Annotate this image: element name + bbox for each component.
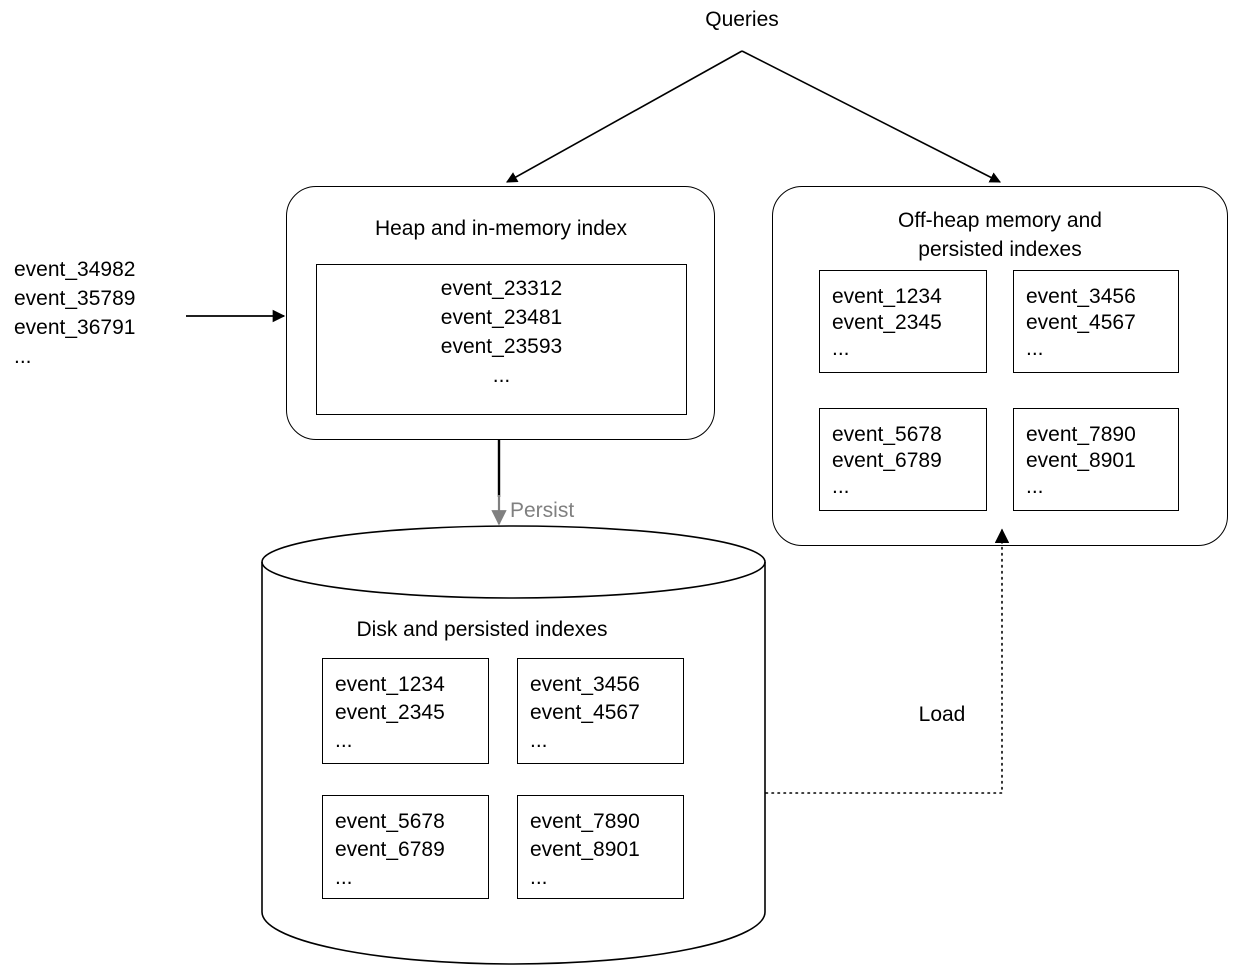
offheap-container[interactable] [772,186,1228,546]
event-line: ... [832,337,850,360]
event-line: ... [335,866,353,889]
heap-line: event_23593 [440,335,563,358]
heap-title: Heap and in-memory index [374,217,628,240]
load-label: Load [918,703,966,726]
event-line: event_3456 [530,673,640,696]
ingest-line: event_34982 [14,258,136,281]
event-line: ... [832,475,850,498]
event-line: event_4567 [530,701,640,724]
event-line: event_6789 [335,838,445,861]
disk-segment-box[interactable]: event_5678 event_6789 ... [322,795,489,899]
offheap-segment-box[interactable]: event_7890 event_8901 ... [1013,408,1179,511]
persist-label: Persist [510,499,575,522]
heap-line: ... [492,364,511,387]
event-line: event_8901 [530,838,640,861]
heap-memtable-box[interactable] [316,264,687,415]
disk-segment-box[interactable]: event_1234 event_2345 ... [322,658,489,764]
disk-title: Disk and persisted indexes [356,618,608,641]
load-arrow [765,528,1010,794]
event-line: event_3456 [1026,285,1136,308]
event-line: event_2345 [832,311,942,334]
event-line: event_4567 [1026,311,1136,334]
event-line: ... [530,729,548,752]
heap-line: event_23312 [440,277,563,300]
ingest-line: event_36791 [14,316,136,339]
ingest-line: event_35789 [14,287,136,310]
disk-segment-box[interactable]: event_7890 event_8901 ... [517,795,684,899]
event-line: event_1234 [832,285,942,308]
event-line: event_2345 [335,701,445,724]
queries-arrow-left [506,50,743,183]
event-line: event_5678 [335,810,445,833]
event-line: event_6789 [832,449,942,472]
event-line: event_8901 [1026,449,1136,472]
heap-line: event_23481 [440,306,563,329]
event-line: ... [530,866,548,889]
event-line: event_1234 [335,673,445,696]
ingest-line: ... [14,345,32,368]
event-line: ... [1026,475,1044,498]
offheap-segment-box[interactable]: event_3456 event_4567 ... [1013,270,1179,373]
event-line: event_7890 [1026,423,1136,446]
queries-arrow-right [741,50,1001,183]
event-line: ... [1026,337,1044,360]
offheap-title-line1: Off-heap memory and [898,209,1102,232]
event-line: event_5678 [832,423,942,446]
offheap-segment-box[interactable]: event_1234 event_2345 ... [819,270,987,373]
offheap-segment-box[interactable]: event_5678 event_6789 ... [819,408,987,511]
disk-segment-box[interactable]: event_3456 event_4567 ... [517,658,684,764]
event-line: ... [335,729,353,752]
queries-label: Queries [705,8,779,31]
offheap-title-line2: persisted indexes [918,238,1082,261]
event-line: event_7890 [530,810,640,833]
heap-container[interactable] [286,186,715,440]
